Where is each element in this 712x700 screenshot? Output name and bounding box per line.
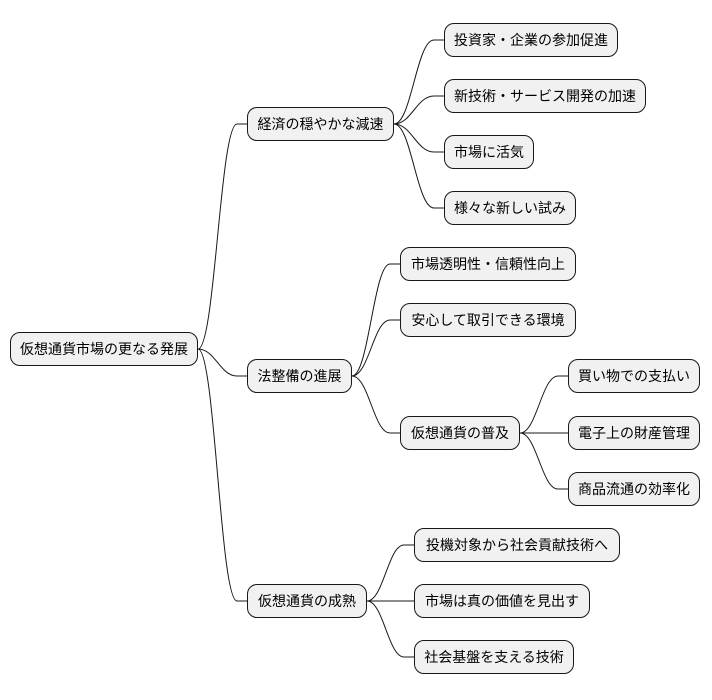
leaf-node: 投機対象から社会貢献技術へ <box>414 528 620 562</box>
leaf-node: 買い物での支払い <box>568 359 700 393</box>
connector-line <box>366 544 414 602</box>
connector-line <box>197 348 247 602</box>
root-node: 仮想通貨市場の更なる発展 <box>10 332 198 366</box>
leaf-node: 投資家・企業の参加促進 <box>444 23 618 57</box>
connector-line <box>393 39 444 125</box>
connector-line <box>393 123 444 153</box>
connector-line <box>393 123 444 209</box>
connector-line <box>393 95 444 125</box>
leaf-node: 安心して取引できる環境 <box>400 303 576 337</box>
connector-line <box>366 600 414 658</box>
connector-line <box>351 263 400 377</box>
leaf-node: 市場は真の価値を見出す <box>414 584 590 618</box>
leaf-node: 新技術・サービス開発の加速 <box>444 79 646 113</box>
connector-line <box>197 123 247 350</box>
leaf-node: 社会基盤を支える技術 <box>414 640 574 674</box>
leaf-node: 電子上の財産管理 <box>568 416 700 450</box>
leaf-node: 市場透明性・信頼性向上 <box>400 247 576 281</box>
branch-node-crypto-maturity: 仮想通貨の成熟 <box>247 584 367 618</box>
connector-line <box>351 375 400 434</box>
connector-line <box>197 348 247 377</box>
sub-branch-node-crypto-adoption: 仮想通貨の普及 <box>400 416 520 450</box>
leaf-node: 様々な新しい試み <box>444 191 576 225</box>
leaf-node: 市場に活気 <box>444 135 534 169</box>
connector-line <box>519 375 568 434</box>
branch-node-legal-progress: 法整備の進展 <box>247 359 352 393</box>
connector-line <box>351 319 400 377</box>
branch-node-economic-slowdown: 経済の穏やかな減速 <box>247 107 394 141</box>
leaf-node: 商品流通の効率化 <box>568 472 700 506</box>
connector-line <box>519 432 568 490</box>
